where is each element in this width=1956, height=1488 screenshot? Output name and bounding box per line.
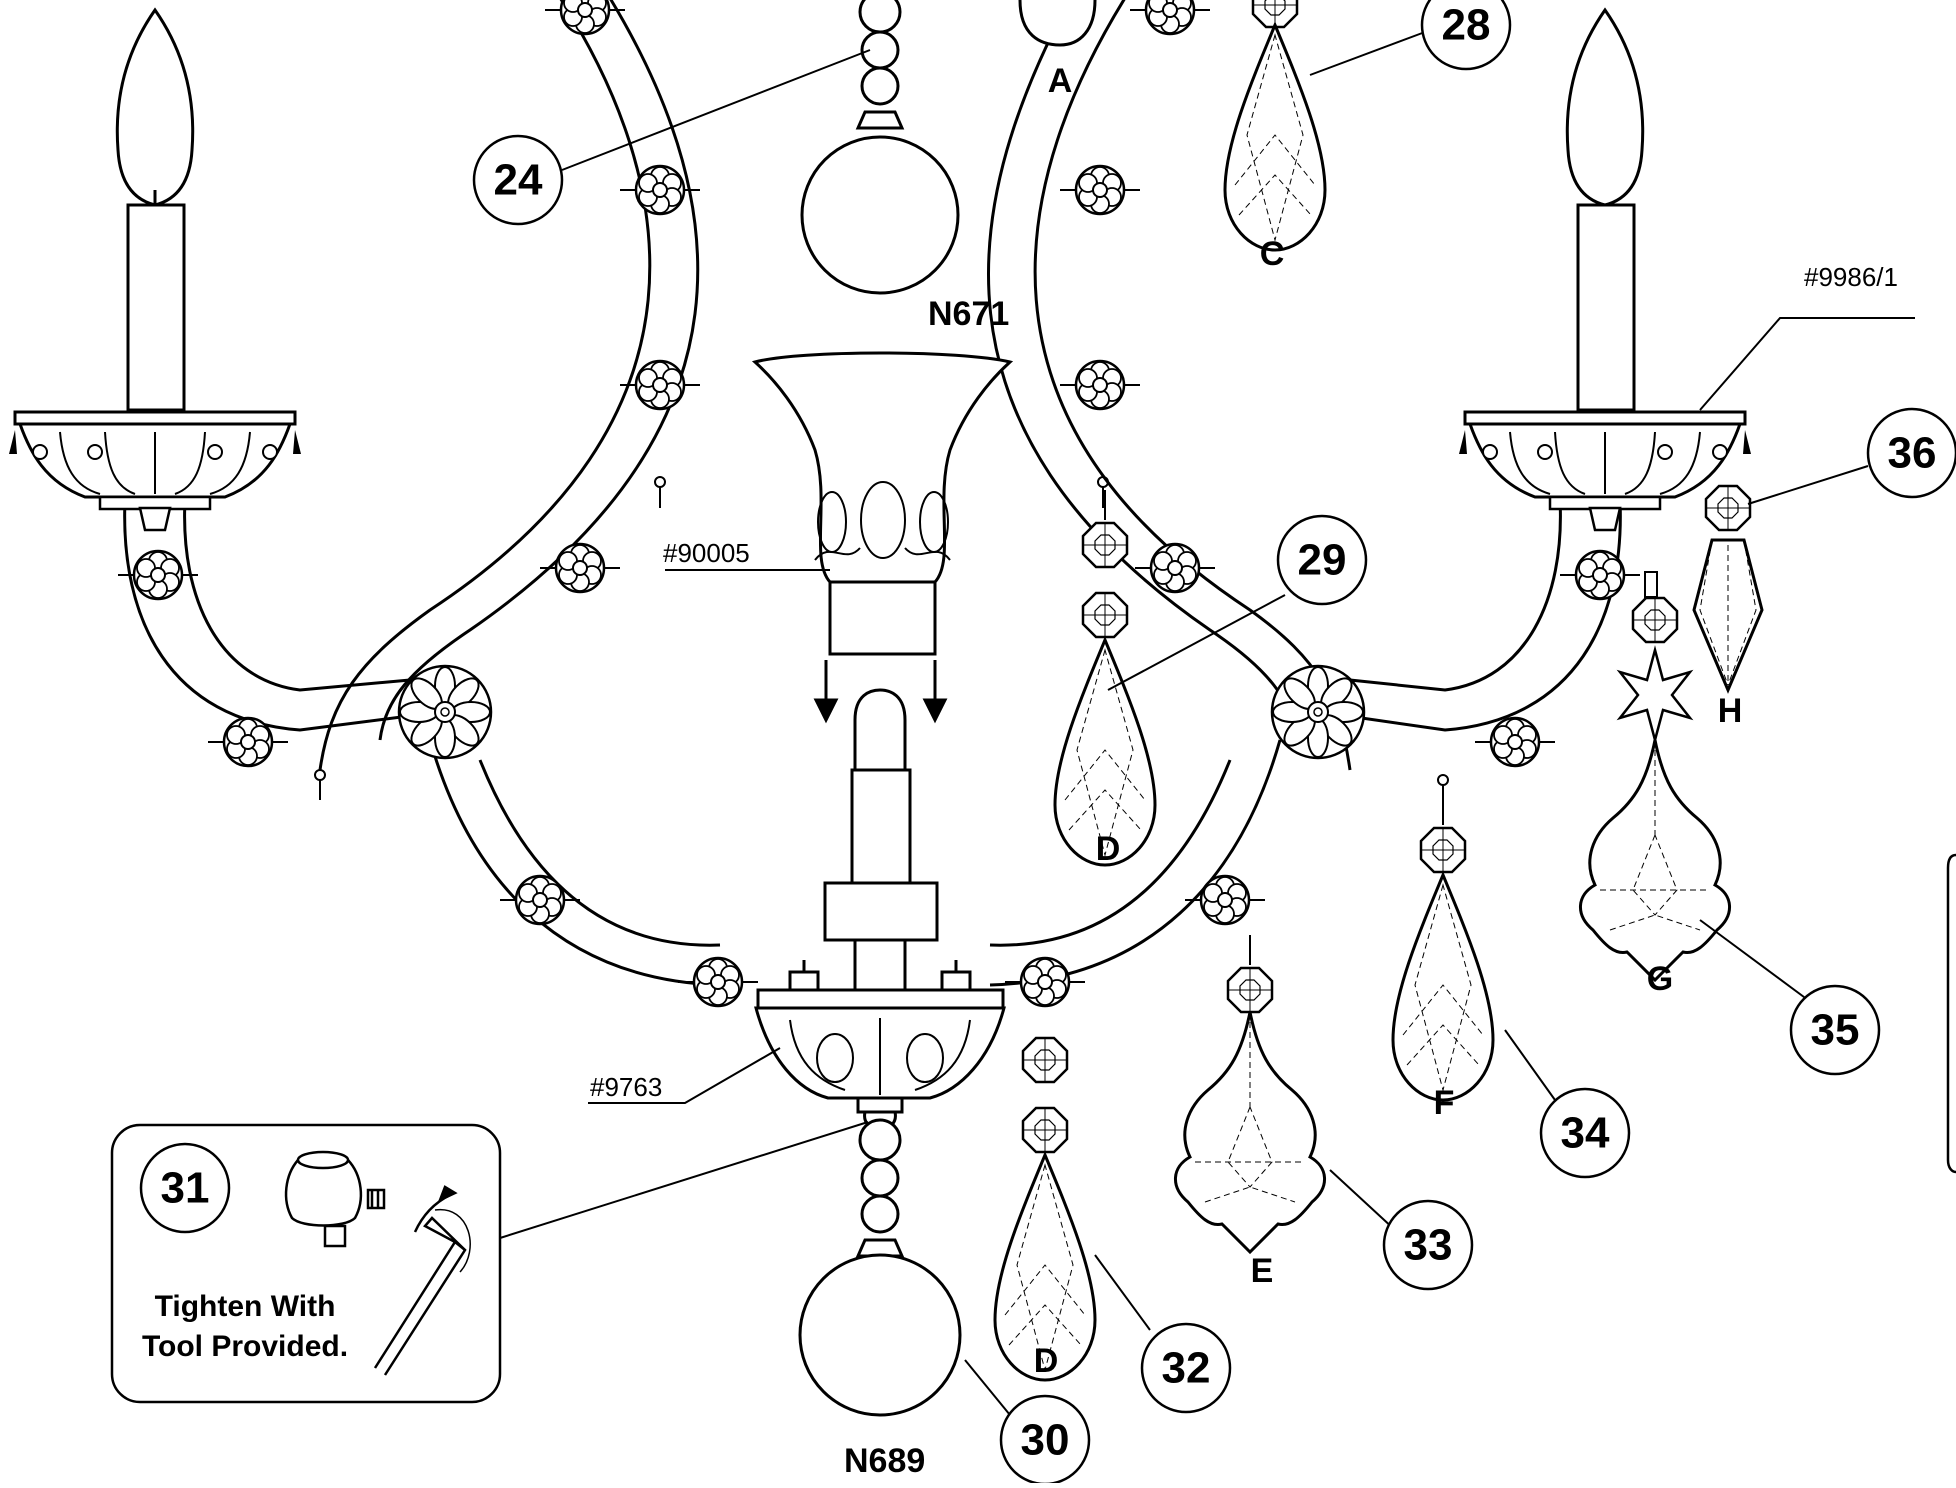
letter-c: C (1260, 235, 1285, 273)
callout-30: 30 (1021, 1416, 1070, 1465)
part-n689: N689 (844, 1442, 925, 1480)
note-line-2: Tool Provided. (142, 1330, 348, 1363)
crystal-c (1223, 0, 1327, 252)
part-numbers: N671 N689 #90005 #9763 #9986/1 (590, 262, 1898, 1480)
right-candle-cup (1457, 410, 1753, 511)
left-candle (115, 7, 195, 412)
ball-n671 (800, 0, 960, 295)
callout-32: 32 (1162, 1344, 1211, 1393)
letter-a: A (1048, 62, 1073, 100)
callout-numbers: 24 28 29 30 31 32 33 34 35 36 (161, 1, 1937, 1465)
right-edge-box (1946, 853, 1956, 1174)
insert-arrows (813, 660, 948, 724)
tighten-note-box: Tighten With Tool Provided. (110, 1123, 502, 1404)
part-n671: N671 (928, 295, 1009, 333)
crystal-g (1578, 571, 1732, 982)
callout-36: 36 (1888, 429, 1937, 478)
crystal-a (1018, 0, 1097, 47)
callout-28: 28 (1442, 1, 1491, 50)
right-candle (1565, 7, 1645, 412)
crystal-d-upper (1053, 490, 1157, 867)
letter-g: G (1647, 960, 1673, 998)
crystal-f (1391, 800, 1495, 1102)
leader-lines (499, 31, 1915, 1416)
part-9986-1: #9986/1 (1804, 262, 1898, 292)
arm-hooks (314, 476, 1449, 800)
crystal-letters: A C D D E F G H (1034, 62, 1743, 1380)
part-90005: #90005 (663, 538, 750, 568)
letter-d-upper: D (1096, 830, 1121, 868)
callout-35: 35 (1811, 1006, 1860, 1055)
part-9763: #9763 (590, 1072, 662, 1102)
letter-d-lower: D (1034, 1342, 1059, 1380)
callout-circles (139, 0, 1956, 1486)
note-line-1: Tighten With (155, 1290, 336, 1323)
callout-24: 24 (494, 156, 543, 205)
callout-34: 34 (1561, 1109, 1610, 1158)
callout-29: 29 (1298, 536, 1347, 585)
letter-h: H (1718, 692, 1743, 730)
letter-f: F (1434, 1084, 1455, 1122)
crystal-d-lower (993, 1036, 1097, 1382)
allen-key-icon (373, 1185, 471, 1376)
callout-33: 33 (1404, 1221, 1453, 1270)
crystal-e (1173, 935, 1327, 1254)
bobeche-90005 (751, 351, 1014, 656)
ball-n689 (798, 1110, 962, 1417)
callout-31: 31 (161, 1164, 210, 1213)
letter-e: E (1251, 1252, 1274, 1290)
crystal-h (1692, 484, 1764, 694)
center-body (754, 688, 1006, 1114)
set-screw-fitting-icon (284, 1150, 386, 1248)
chandelier-arms (123, 0, 1622, 987)
left-candle-cup (7, 410, 303, 511)
